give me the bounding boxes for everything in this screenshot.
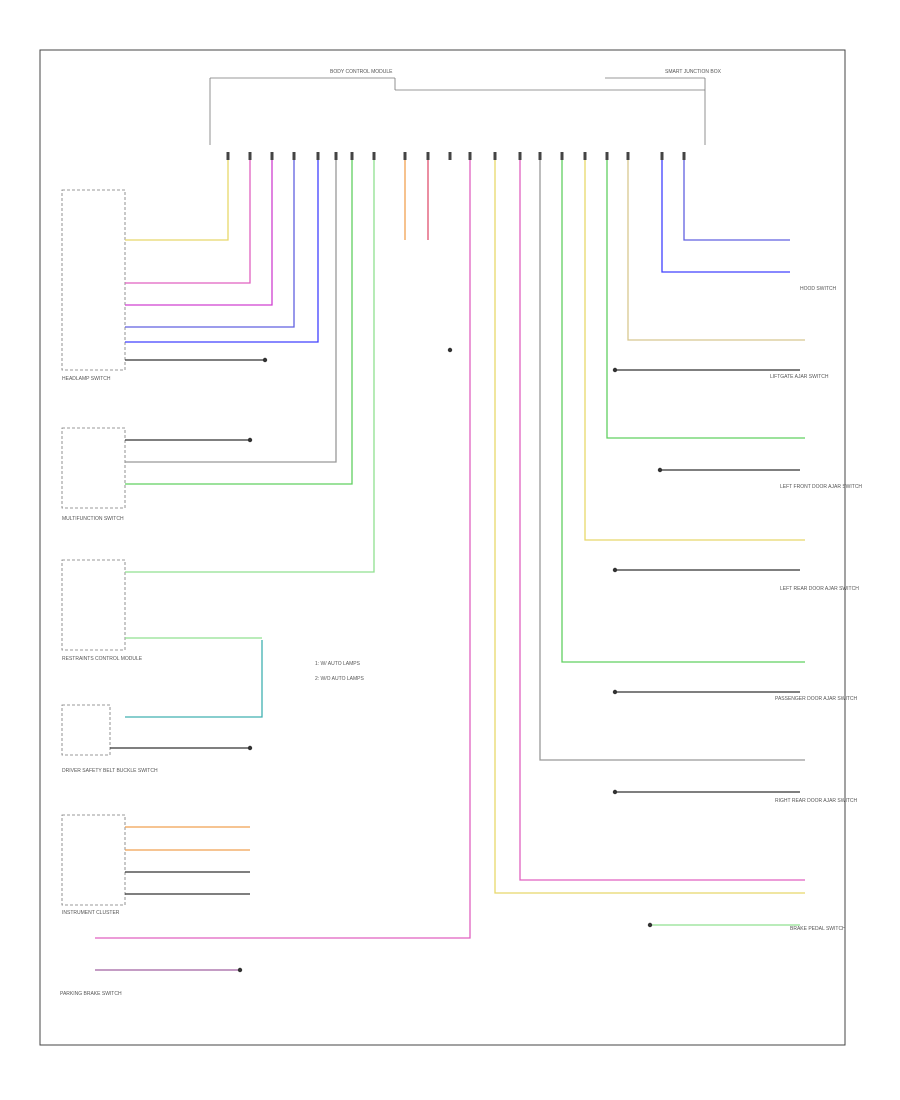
wire-pink [125, 160, 251, 284]
label-lf-door-ajar: LEFT FRONT DOOR AJAR SWITCH [780, 484, 862, 490]
label-passenger-door-ajar: PASSENGER DOOR AJAR SWITCH [775, 696, 858, 702]
wire-pink [95, 160, 471, 939]
wire-yellow [494, 160, 805, 894]
connector-pin [372, 152, 376, 160]
label-seatbelt-switch: DRIVER SAFETY BELT BUCKLE SWITCH [62, 768, 158, 774]
connector-pin [682, 152, 686, 160]
legend-line-2: 2: W/O AUTO LAMPS [315, 676, 364, 682]
wire-green [561, 160, 805, 663]
wire-yellow [125, 160, 229, 241]
wire-magenta [125, 160, 273, 306]
ground-point [247, 745, 253, 751]
wire-violet [683, 160, 790, 241]
multifunction-switch-box [61, 427, 126, 509]
ground-point [612, 789, 618, 795]
connector-pin [350, 152, 354, 160]
wire-blue [125, 160, 319, 343]
ground-point [447, 347, 453, 353]
connector-pin [560, 152, 564, 160]
rcm-box [61, 559, 126, 651]
connector-pin [426, 152, 430, 160]
ground-point [657, 467, 663, 473]
wire-green [606, 160, 805, 439]
wire-green [125, 160, 353, 485]
label-rr-door-ajar: RIGHT REAR DOOR AJAR SWITCH [775, 798, 858, 804]
label-headlamp-switch: HEADLAMP SWITCH [62, 376, 111, 382]
diagram-frame [39, 49, 846, 1046]
connectors [226, 152, 686, 973]
ground-point [612, 689, 618, 695]
wire-tan [627, 160, 805, 341]
connector-pin [605, 152, 609, 160]
connector-pin [248, 152, 252, 160]
label-sjb: SMART JUNCTION BOX [665, 69, 722, 75]
wire-violet [125, 160, 295, 328]
connector-pin [334, 152, 338, 160]
ground-point [262, 357, 268, 363]
wire-blue [661, 160, 790, 273]
wire-yellow [584, 160, 805, 541]
connector-pin [292, 152, 296, 160]
connector-pin [316, 152, 320, 160]
label-multifunction-switch: MULTIFUNCTION SWITCH [62, 516, 124, 522]
label-instrument-cluster: INSTRUMENT CLUSTER [62, 910, 120, 916]
ground-point [237, 967, 243, 973]
connector-pin [468, 152, 472, 160]
label-rcm: RESTRAINTS CONTROL MODULE [62, 656, 143, 662]
connector-pin [626, 152, 630, 160]
ground-point [647, 922, 653, 928]
connector-pin [538, 152, 542, 160]
wire-teal [125, 640, 263, 718]
connector-pin [660, 152, 664, 160]
label-brake-pedal-switch: BRAKE PEDAL SWITCH [790, 926, 846, 932]
connector-pin [518, 152, 522, 160]
top-connector-header [209, 77, 706, 145]
ground-point [612, 567, 618, 573]
connector-pin [583, 152, 587, 160]
connector-pin [403, 152, 407, 160]
ground-point [612, 367, 618, 373]
label-bcm: BODY CONTROL MODULE [330, 69, 393, 75]
connector-pin [493, 152, 497, 160]
label-hood-switch: HOOD SWITCH [800, 286, 836, 292]
seatbelt-switch-box [61, 704, 111, 756]
wire-gray [539, 160, 805, 761]
cluster-box [61, 814, 126, 906]
connector-pin [448, 152, 452, 160]
ground-point [247, 437, 253, 443]
label-lr-door-ajar: LEFT REAR DOOR AJAR SWITCH [780, 586, 859, 592]
headlamp-switch-box [61, 189, 126, 371]
label-parking-brake-switch: PARKING BRAKE SWITCH [60, 991, 122, 997]
wires [95, 160, 805, 971]
label-liftgate-ajar-switch: LIFTGATE AJAR SWITCH [770, 374, 829, 380]
wire-lightgreen [125, 160, 375, 573]
connector-pin [226, 152, 230, 160]
wire-gray [125, 160, 337, 463]
legend-line-1: 1: W/ AUTO LAMPS [315, 661, 361, 667]
connector-pin [270, 152, 274, 160]
wire-pink [519, 160, 805, 881]
